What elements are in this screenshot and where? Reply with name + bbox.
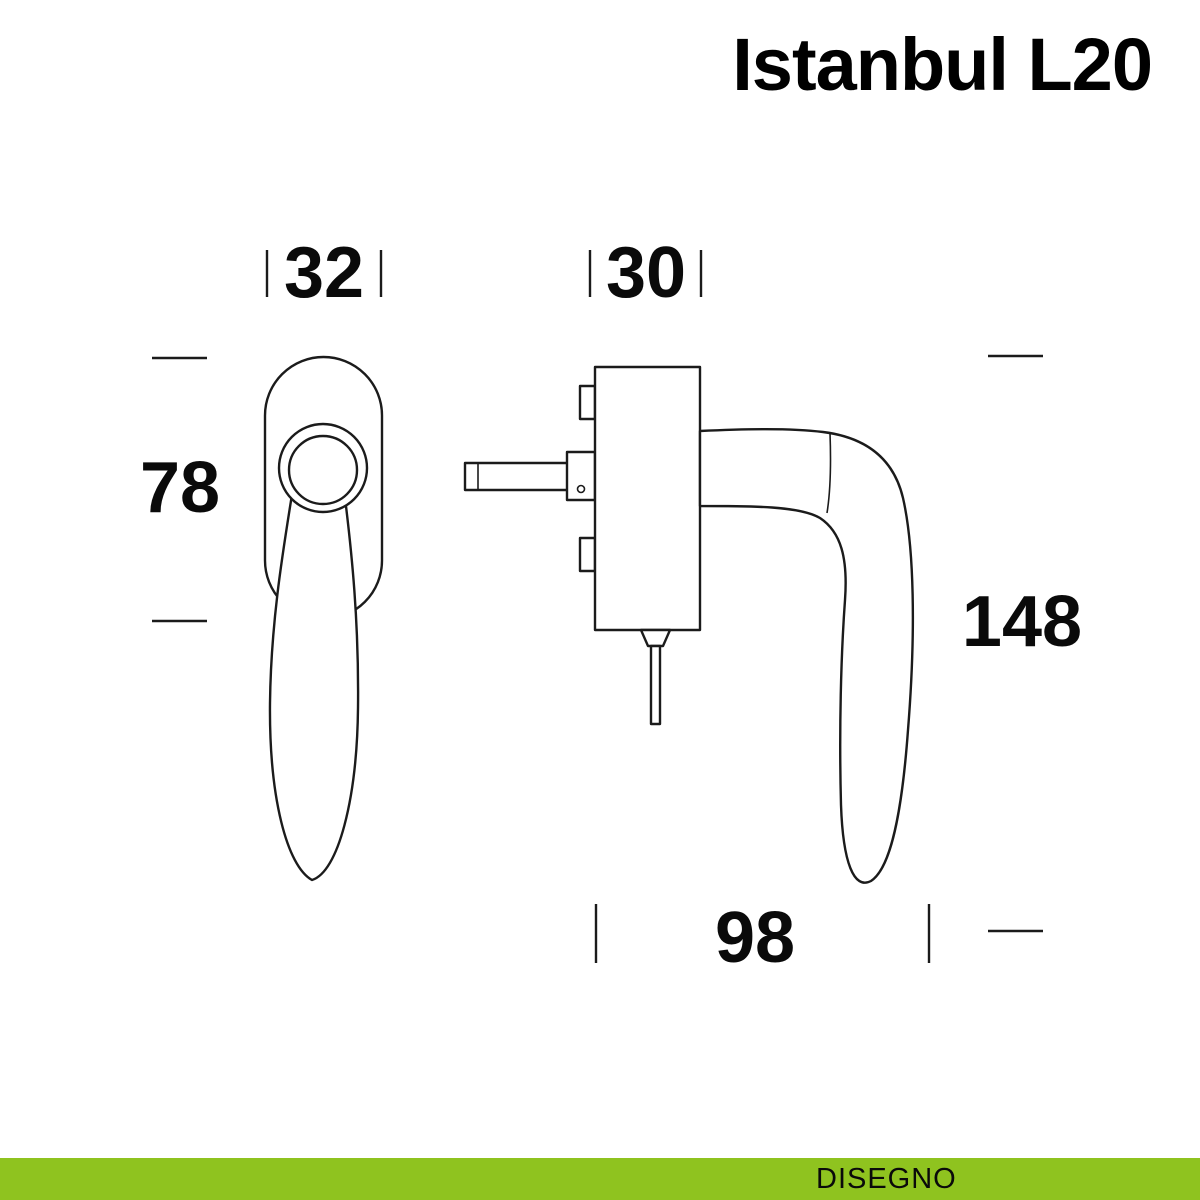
dimension-front-height: 78 bbox=[140, 356, 220, 623]
dim-label-body-depth: 30 bbox=[606, 233, 686, 313]
front-collar-outer bbox=[277, 422, 369, 514]
dim-label-handle-height: 148 bbox=[962, 582, 1082, 662]
side-handle bbox=[698, 428, 915, 884]
front-view bbox=[263, 355, 384, 882]
brand-bar: DISEGNO bbox=[0, 1158, 1200, 1200]
side-screw bbox=[576, 484, 586, 494]
side-spindle bbox=[463, 461, 571, 492]
dimension-front-width: 32 bbox=[265, 233, 383, 313]
side-view bbox=[463, 365, 915, 884]
side-clip-top bbox=[578, 384, 597, 421]
dim-label-handle-length: 98 bbox=[715, 898, 795, 978]
dimension-handle-height: 148 bbox=[962, 354, 1082, 933]
side-pin-rod bbox=[649, 644, 662, 726]
side-handle-seam bbox=[826, 432, 832, 514]
side-pin-cap bbox=[639, 628, 672, 648]
front-grip bbox=[268, 474, 360, 882]
brand-name: DISEGNO bbox=[816, 1163, 957, 1195]
dim-label-front-height: 78 bbox=[140, 448, 220, 528]
side-body bbox=[593, 365, 702, 632]
dimension-handle-length: 98 bbox=[594, 898, 931, 978]
dimension-body-depth: 30 bbox=[588, 233, 703, 313]
product-title: Istanbul L20 bbox=[732, 23, 1153, 106]
side-clip-bottom bbox=[578, 536, 597, 573]
front-collar-inner bbox=[287, 434, 359, 506]
dim-label-front-width: 32 bbox=[284, 233, 364, 313]
